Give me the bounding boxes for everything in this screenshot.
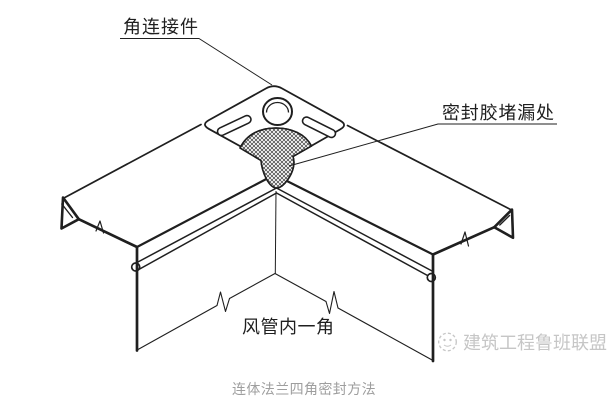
left-end-profile-inner-line <box>61 203 74 219</box>
leader-lines <box>120 38 557 167</box>
sealant-hatch-fill <box>239 127 313 189</box>
right-wall-bottom-edge <box>274 272 327 303</box>
bolt-hole-inner-rim <box>265 101 290 113</box>
watermark-logo-icon <box>438 332 457 352</box>
right-flange-end-profile <box>493 208 515 240</box>
left-flange-end-profile <box>60 196 81 230</box>
left-wall-bottom-edge-2 <box>228 272 276 300</box>
left-flange-front-edge <box>135 174 274 249</box>
duct-inner-corner-line <box>274 190 277 274</box>
left-wall-break-mark <box>216 291 231 313</box>
left-fold-lower-line <box>136 192 278 272</box>
leader-corner-connector <box>120 38 273 86</box>
rivet-slot-left <box>216 114 252 137</box>
figure-caption: 连体法兰四角密封方法 <box>232 381 376 397</box>
left-end-break-tick <box>95 220 105 234</box>
right-end-break-tick <box>460 231 470 247</box>
label-sealant-spot: 密封胶堵漏处 <box>442 103 555 123</box>
watermark-text: 建筑工程鲁班联盟 <box>463 333 607 353</box>
left-fold-upper-line <box>136 187 278 264</box>
right-flange-front-edge <box>275 174 435 256</box>
right-fold-lower-line <box>275 192 434 280</box>
right-panel <box>274 124 515 363</box>
watermark: 建筑工程鲁班联盟 <box>438 332 607 353</box>
right-end-profile-inner-line <box>499 214 511 226</box>
right-fold-upper-line <box>275 187 434 273</box>
rivet-slot-right <box>301 116 337 139</box>
sealant-blob <box>239 127 313 189</box>
right-end-edge <box>431 225 496 256</box>
leader-sealant <box>288 123 557 167</box>
left-flange-top-edge <box>62 123 202 200</box>
left-panel <box>60 123 278 352</box>
label-corner-connector: 角连接件 <box>123 17 199 37</box>
left-wall-bottom-edge <box>137 304 218 351</box>
left-end-edge <box>77 217 139 249</box>
right-wall-break-mark <box>325 290 339 315</box>
right-wall-bottom-edge-2 <box>337 307 434 362</box>
right-flange-top-edge <box>346 124 513 211</box>
label-duct-inner-corner: 风管内一角 <box>242 317 335 337</box>
